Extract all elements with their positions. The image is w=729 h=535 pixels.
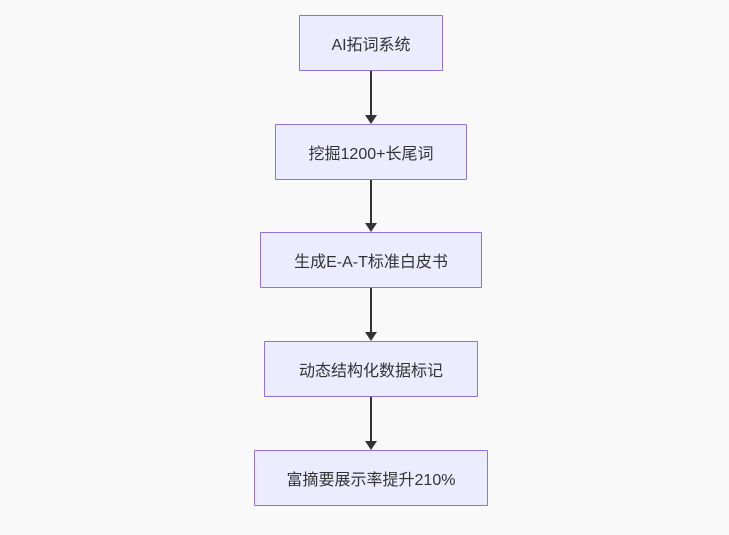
flow-node-structured-data-markup: 动态结构化数据标记	[264, 341, 478, 397]
flow-node-eat-whitepaper: 生成E-A-T标准白皮书	[260, 232, 482, 288]
flow-node-rich-snippet-rate: 富摘要展示率提升210%	[254, 450, 488, 506]
flow-arrow-4	[365, 397, 377, 450]
arrow-head-icon	[365, 223, 377, 232]
flow-node-label: 生成E-A-T标准白皮书	[294, 254, 448, 271]
arrow-head-icon	[365, 332, 377, 341]
flow-node-label: 挖掘1200+长尾词	[308, 146, 434, 163]
arrow-shaft	[370, 180, 372, 223]
arrow-head-icon	[365, 115, 377, 124]
flow-node-label: 动态结构化数据标记	[298, 363, 443, 380]
arrow-shaft	[370, 288, 372, 332]
flow-arrow-1	[365, 71, 377, 124]
flow-arrow-2	[365, 180, 377, 232]
arrow-shaft	[370, 71, 372, 115]
flow-node-longtail-keywords: 挖掘1200+长尾词	[275, 124, 467, 180]
arrow-shaft	[370, 397, 372, 441]
flow-node-ai-keyword-system: AI拓词系统	[299, 15, 443, 71]
flow-arrow-3	[365, 288, 377, 341]
flow-node-label: 富摘要展示率提升210%	[286, 472, 456, 489]
arrow-head-icon	[365, 441, 377, 450]
flow-node-label: AI拓词系统	[331, 37, 411, 54]
